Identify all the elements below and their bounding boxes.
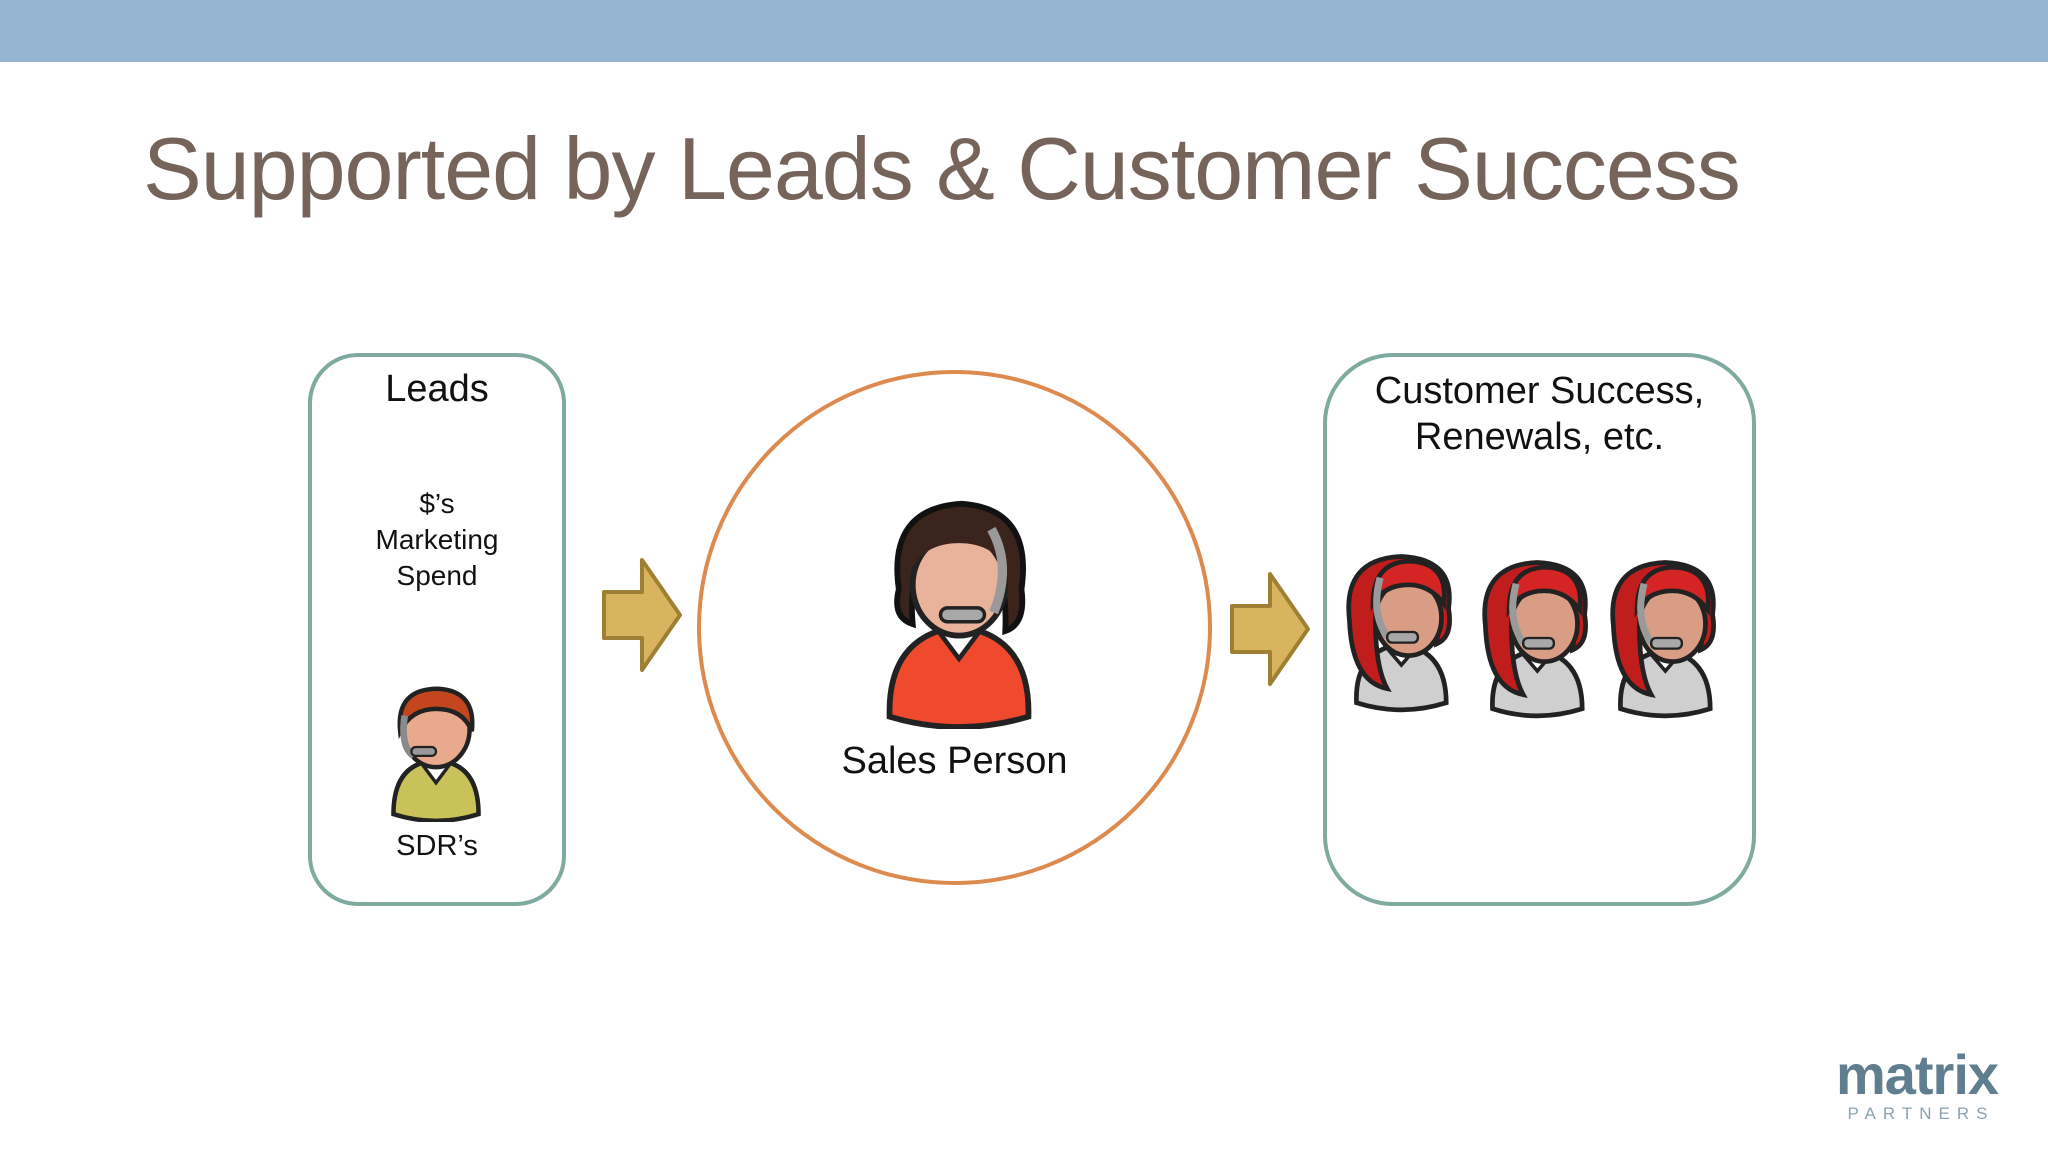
top-band bbox=[0, 0, 2048, 62]
logo-wordmark: matrix bbox=[1835, 1043, 1999, 1106]
sdr-label: SDR’s bbox=[396, 830, 478, 862]
customer-success-title: Customer Success, Renewals, etc. bbox=[1323, 368, 1756, 460]
leads-note-line-2: Marketing bbox=[375, 524, 499, 555]
customer-success-person-icon bbox=[1346, 554, 1452, 713]
sales-circle bbox=[697, 370, 1212, 885]
customer-success-person-icon bbox=[1482, 560, 1588, 719]
customer-success-title-line-2: Renewals, etc. bbox=[1414, 416, 1665, 458]
leads-note-line-3: Spend bbox=[396, 560, 478, 591]
leads-title: Leads bbox=[385, 368, 489, 410]
leads-note-line-1: $’s bbox=[419, 488, 455, 519]
leads-note: $’s Marketing Spend bbox=[308, 486, 566, 594]
slide-title: Supported by Leads & Customer Success bbox=[143, 119, 1741, 218]
sdr-person-icon bbox=[391, 686, 481, 822]
arrow-right-icon bbox=[602, 558, 682, 672]
leads-panel bbox=[308, 353, 566, 906]
arrow-right-icon bbox=[1230, 572, 1310, 686]
matrix-partners-logo: matrix PARTNERS bbox=[1822, 1046, 2012, 1126]
customer-success-person-icon bbox=[1610, 560, 1716, 719]
sales-person-icon bbox=[886, 500, 1032, 729]
sales-person-label: Sales Person bbox=[841, 740, 1068, 782]
customer-success-title-line-1: Customer Success, bbox=[1374, 370, 1705, 412]
logo-subtitle: PARTNERS bbox=[1847, 1104, 1995, 1123]
